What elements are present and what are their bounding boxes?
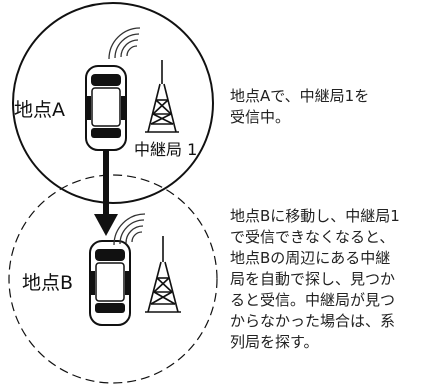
- coverage-area-b: [8, 174, 218, 384]
- relay-tower-icon-point-a: [145, 60, 179, 133]
- signal-waves-icon-point-b: [113, 213, 146, 246]
- description-point-a: 地点Aで、中継局1を 受信中。: [230, 86, 430, 128]
- car-icon-point-b: [89, 240, 131, 326]
- point-b-label: 地点B: [22, 272, 73, 294]
- signal-waves-icon-point-a: [108, 27, 141, 60]
- description-line: 局を自動で探し、見つか: [230, 270, 396, 288]
- description-line: 受信中。: [230, 108, 291, 126]
- description-line: 地点Bに移動し、中継局1: [230, 207, 400, 225]
- description-line: 地点Aで、中継局1を: [230, 87, 370, 105]
- relay-tower-icon-point-b: [145, 236, 181, 313]
- description-line: 地点Bの周辺にある中継: [230, 249, 391, 267]
- relay-station-label: 中継局 1: [134, 140, 197, 159]
- description-point-b: 地点Bに移動し、中継局1 で受信できなくなると、 地点Bの周辺にある中継 局を自…: [230, 206, 444, 353]
- description-line: からなかった場合は、系: [230, 312, 396, 330]
- point-a-label: 地点A: [14, 99, 65, 121]
- description-line: ると受信。中継局が見つ: [230, 291, 396, 309]
- movement-arrow: [94, 150, 118, 236]
- coverage-area-a: [12, 2, 214, 204]
- description-line: で受信できなくなると、: [230, 228, 395, 246]
- description-line: 列局を探す。: [230, 333, 319, 351]
- car-icon-point-a: [85, 65, 127, 151]
